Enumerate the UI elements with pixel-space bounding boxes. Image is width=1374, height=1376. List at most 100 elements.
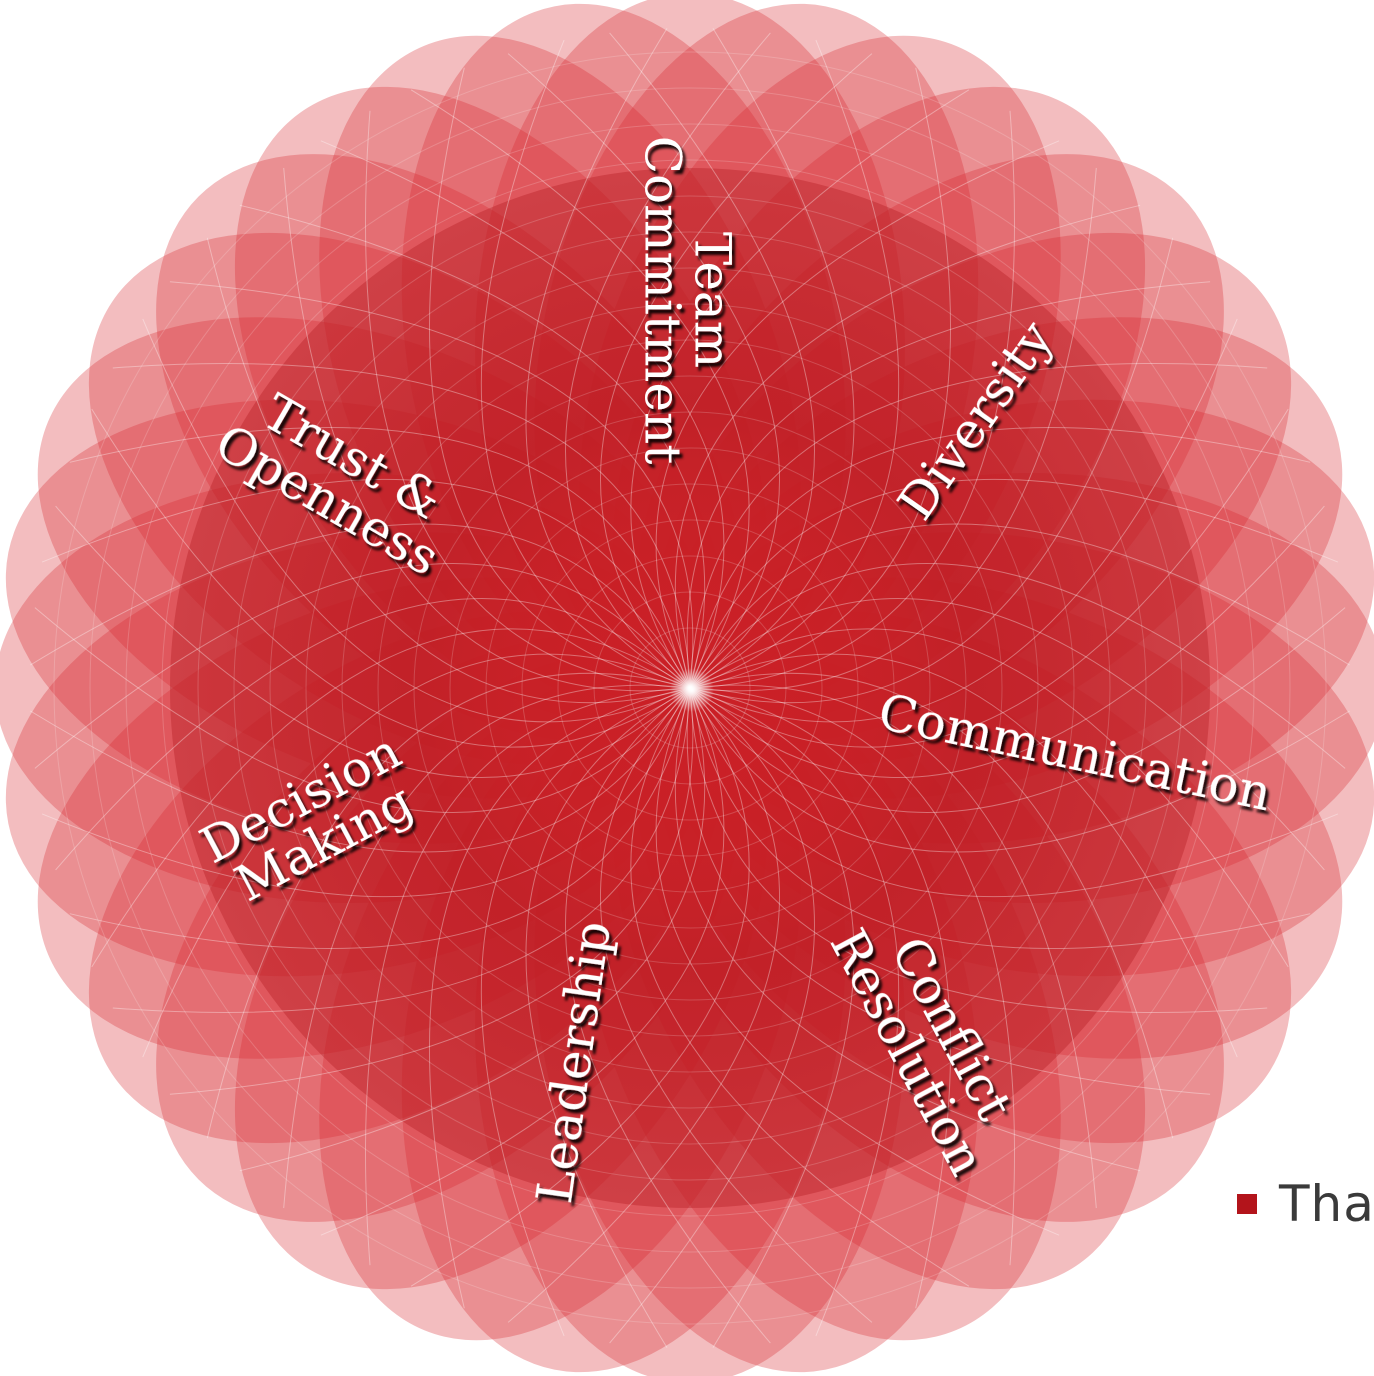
- grid-ring: [377, 375, 1003, 1001]
- grid-line: [239, 687, 706, 1172]
- grid-line: [689, 167, 1097, 692]
- grid-line: [507, 53, 780, 689]
- grid-line: [674, 687, 1141, 1172]
- grid-line: [112, 687, 691, 1013]
- grid-line: [689, 478, 1339, 689]
- grid-ring: [449, 447, 931, 929]
- grid-line: [410, 687, 750, 1287]
- grid-ring: [593, 591, 787, 785]
- bullet-item: Tha: [1237, 1175, 1374, 1233]
- square-bullet-icon: [1237, 1194, 1257, 1214]
- grid-line: [410, 89, 750, 689]
- grid-line: [689, 672, 1174, 1139]
- grid-line: [689, 687, 855, 1348]
- grid-line: [525, 28, 691, 689]
- grid-line: [142, 653, 691, 1058]
- grid-ring: [485, 483, 895, 893]
- grid-line: [689, 687, 1268, 1013]
- grid-line: [69, 687, 691, 950]
- grid-line: [689, 28, 855, 689]
- grid-line: [91, 408, 691, 748]
- grid-ring: [269, 267, 1111, 1109]
- grid-line: [689, 237, 1174, 704]
- grid-line: [689, 110, 1015, 689]
- grid-line: [630, 89, 970, 689]
- grid-line: [689, 523, 1350, 689]
- grid-line: [689, 607, 1346, 813]
- grid-line: [689, 363, 1268, 689]
- grid-line: [600, 53, 873, 689]
- grid-ring: [629, 627, 751, 749]
- grid-line: [689, 67, 952, 689]
- grid-ring: [53, 51, 1327, 1325]
- grid-line: [689, 687, 952, 1309]
- grid-line: [655, 140, 1060, 689]
- grid-line: [655, 687, 1060, 1236]
- grid-line: [689, 318, 1238, 723]
- grid-line: [34, 563, 691, 769]
- grid-line: [689, 684, 1097, 1209]
- grid-line: [689, 598, 1325, 871]
- grid-line: [142, 318, 691, 723]
- grid-line: [283, 684, 691, 1209]
- grid-line: [41, 478, 691, 689]
- grid-line: [91, 628, 691, 968]
- grid-line: [689, 505, 1325, 778]
- grid-line: [630, 687, 970, 1287]
- grid-line: [686, 281, 1211, 689]
- grid-line: [41, 687, 691, 898]
- grid-line: [689, 687, 1339, 898]
- grid-line: [320, 140, 725, 689]
- grid-line: [112, 363, 691, 689]
- grid-line: [206, 237, 691, 704]
- grid-line: [365, 687, 691, 1266]
- grid-line: [480, 39, 691, 689]
- grid-line: [689, 563, 1346, 769]
- grid-line: [239, 204, 706, 689]
- grid-line: [600, 687, 873, 1323]
- grid-ring: [89, 87, 1291, 1289]
- grid-line: [689, 408, 1289, 748]
- grid-line: [428, 687, 691, 1309]
- grid-line: [609, 32, 815, 689]
- grid-line: [689, 687, 1015, 1266]
- grid-line: [55, 598, 691, 871]
- grid-line: [365, 110, 691, 689]
- grid-ring: [305, 303, 1075, 1073]
- grid-line: [283, 167, 691, 692]
- grid-line: [689, 687, 900, 1337]
- bullet-text: Tha: [1279, 1175, 1374, 1233]
- grid-ring: [125, 123, 1255, 1253]
- grid-line: [689, 653, 1238, 1058]
- grid-line: [169, 281, 694, 689]
- grid-line: [565, 687, 771, 1344]
- grid-ring: [413, 411, 967, 965]
- grid-line: [428, 67, 691, 689]
- grid-lines: [30, 28, 1350, 1348]
- grid-line: [169, 687, 694, 1095]
- grid-line: [525, 687, 691, 1348]
- grid-line: [565, 32, 771, 689]
- grid-line: [507, 687, 780, 1323]
- grid-line: [320, 687, 725, 1236]
- grid-line: [689, 628, 1289, 968]
- grid-line: [689, 39, 900, 689]
- grid-ring: [197, 195, 1183, 1181]
- grid-line: [30, 687, 691, 853]
- grid-ring: [341, 339, 1039, 1037]
- grid-line: [55, 505, 691, 778]
- grid-line: [609, 687, 815, 1344]
- grid-line: [69, 426, 691, 689]
- grid-ring: [161, 159, 1219, 1217]
- grid-line: [206, 672, 691, 1139]
- grid-ring: [521, 519, 859, 857]
- grid-line: [480, 687, 691, 1337]
- grid-line: [689, 687, 1350, 853]
- grid-line: [689, 687, 1311, 950]
- label-line: Commitment: [634, 136, 692, 465]
- grid-line: [34, 607, 691, 813]
- label-line: Team: [684, 232, 742, 368]
- grid-line: [674, 204, 1141, 689]
